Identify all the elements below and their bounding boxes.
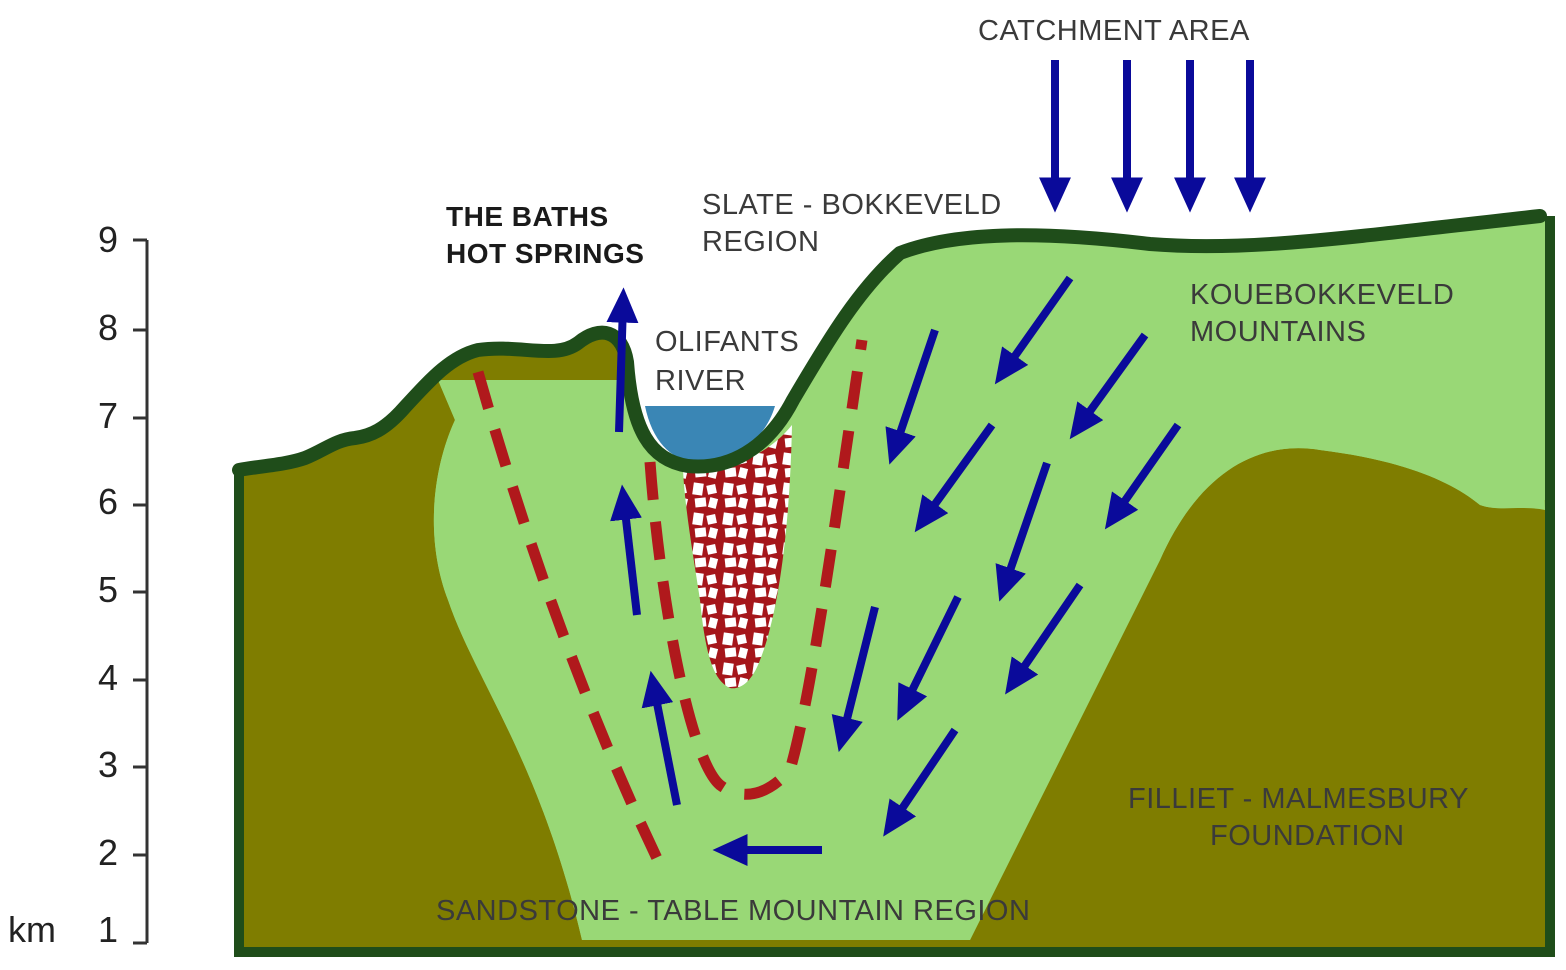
- flow-arrow-14: [606, 287, 639, 433]
- surface-outline: [232, 209, 1547, 477]
- fault-line-outer: [472, 370, 670, 878]
- label-olifants-line1: OLIFANTS: [655, 326, 800, 358]
- label-slate-line2: REGION: [702, 226, 820, 258]
- flow-arrow-12: [641, 670, 681, 806]
- axis-tick-7: 7: [97, 395, 118, 436]
- axis-tick-1: 1: [97, 909, 118, 950]
- fault-line-inner: [644, 339, 868, 800]
- axis-tick-4: 4: [97, 657, 118, 698]
- flow-arrow-3: [1069, 332, 1149, 440]
- label-baths-line1: THE BATHS: [446, 201, 609, 232]
- label-filliet-line2: FOUNDATION: [1210, 820, 1405, 852]
- label-olifants-line2: RIVER: [655, 365, 747, 397]
- flow-arrow-5: [1104, 422, 1182, 530]
- breccia-zone: [683, 425, 792, 689]
- label-catchment-area: CATCHMENT AREA: [978, 15, 1250, 47]
- label-slate-line1: SLATE - BOKKEVELD: [702, 189, 1002, 221]
- flow-arrow-4: [914, 422, 996, 533]
- axis-tick-8: 8: [97, 307, 118, 348]
- axis-tick-2: 2: [97, 832, 118, 873]
- axis-unit: km: [8, 909, 56, 950]
- fault-lines: [472, 339, 868, 878]
- axis-tick-3: 3: [97, 744, 118, 785]
- section-frame: [234, 216, 1555, 957]
- depth-axis: [133, 238, 149, 945]
- label-sandstone: SANDSTONE - TABLE MOUNTAIN REGION: [436, 895, 1031, 927]
- flow-arrow-8: [1005, 582, 1084, 695]
- label-baths-line2: HOT SPRINGS: [446, 238, 645, 269]
- flow-arrow-7: [897, 595, 962, 721]
- groundwater-flow-arrows: [606, 60, 1266, 866]
- label-filliet-line1: FILLIET - MALMESBURY: [1128, 783, 1469, 815]
- label-koue-line1: KOUEBOKKEVELD: [1190, 279, 1455, 311]
- axis-tick-9: 9: [97, 219, 118, 260]
- flow-arrow-10: [883, 727, 959, 837]
- flow-arrow-2: [885, 328, 939, 465]
- axis-tick-5: 5: [97, 569, 118, 610]
- sandstone-upper-fill: [433, 218, 1546, 940]
- axis-tick-6: 6: [97, 481, 118, 522]
- flow-arrow-9: [831, 606, 879, 753]
- flow-arrow-13: [610, 484, 642, 616]
- flow-arrow-1: [994, 275, 1074, 385]
- flow-arrow-6: [995, 461, 1051, 602]
- label-koue-line2: MOUNTAINS: [1190, 316, 1367, 348]
